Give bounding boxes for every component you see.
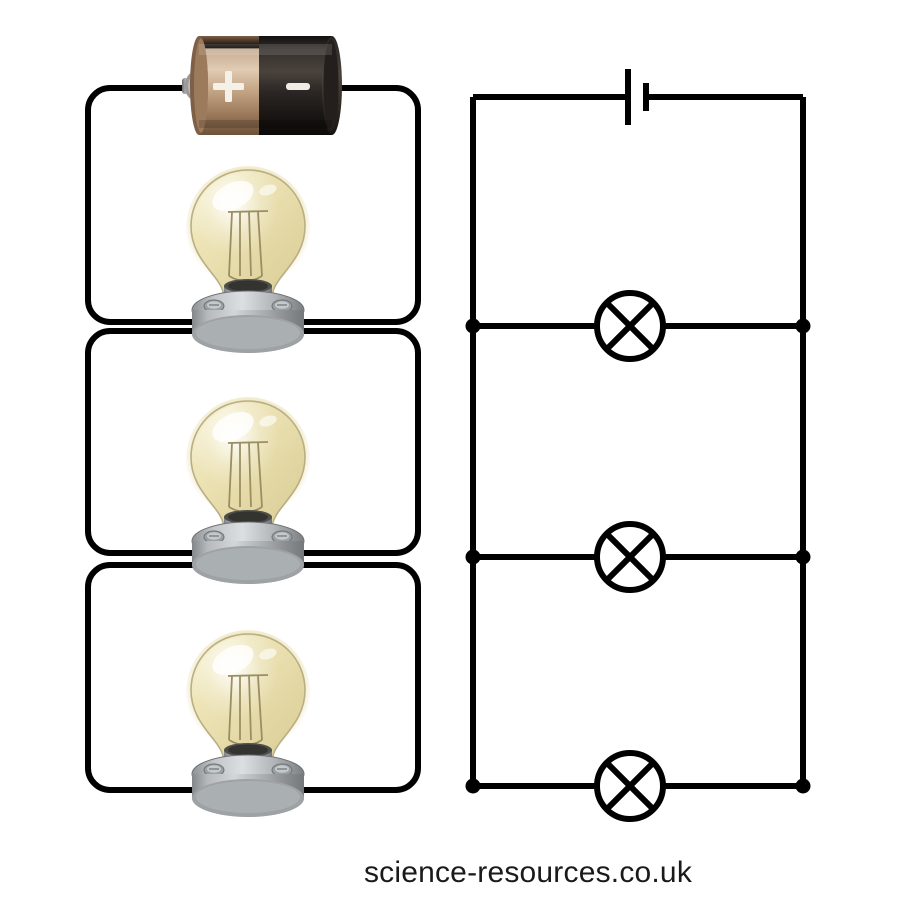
bulb-filament-3 xyxy=(227,674,269,746)
lamp-symbol-3 xyxy=(594,750,666,822)
junction-dot-right-1 xyxy=(795,318,811,334)
lamp-symbol-1 xyxy=(594,290,666,362)
lamp-bulb-2 xyxy=(186,397,310,551)
lamp-holder-1 xyxy=(191,279,305,353)
bulb-filament-1 xyxy=(227,210,269,282)
junction-dot-left-1 xyxy=(465,318,481,334)
lamp-holder-2 xyxy=(191,510,305,584)
pictorial-circuit-diagram xyxy=(85,36,421,817)
battery-plus-symbol xyxy=(213,71,244,102)
battery-minus-symbol xyxy=(286,83,310,90)
junction-dot-left-2 xyxy=(465,549,481,565)
lamp-symbol-2 xyxy=(594,521,666,593)
junction-dot-left-3 xyxy=(465,778,481,794)
lamp-holder-3 xyxy=(191,743,305,817)
watermark-url: science-resources.co.uk xyxy=(363,856,693,889)
junction-dot-right-3 xyxy=(795,778,811,794)
battery-cell xyxy=(182,36,342,135)
schematic-circuit-diagram xyxy=(465,69,811,822)
lamp-bulb-1 xyxy=(186,166,310,320)
junction-dot-right-2 xyxy=(795,549,811,565)
